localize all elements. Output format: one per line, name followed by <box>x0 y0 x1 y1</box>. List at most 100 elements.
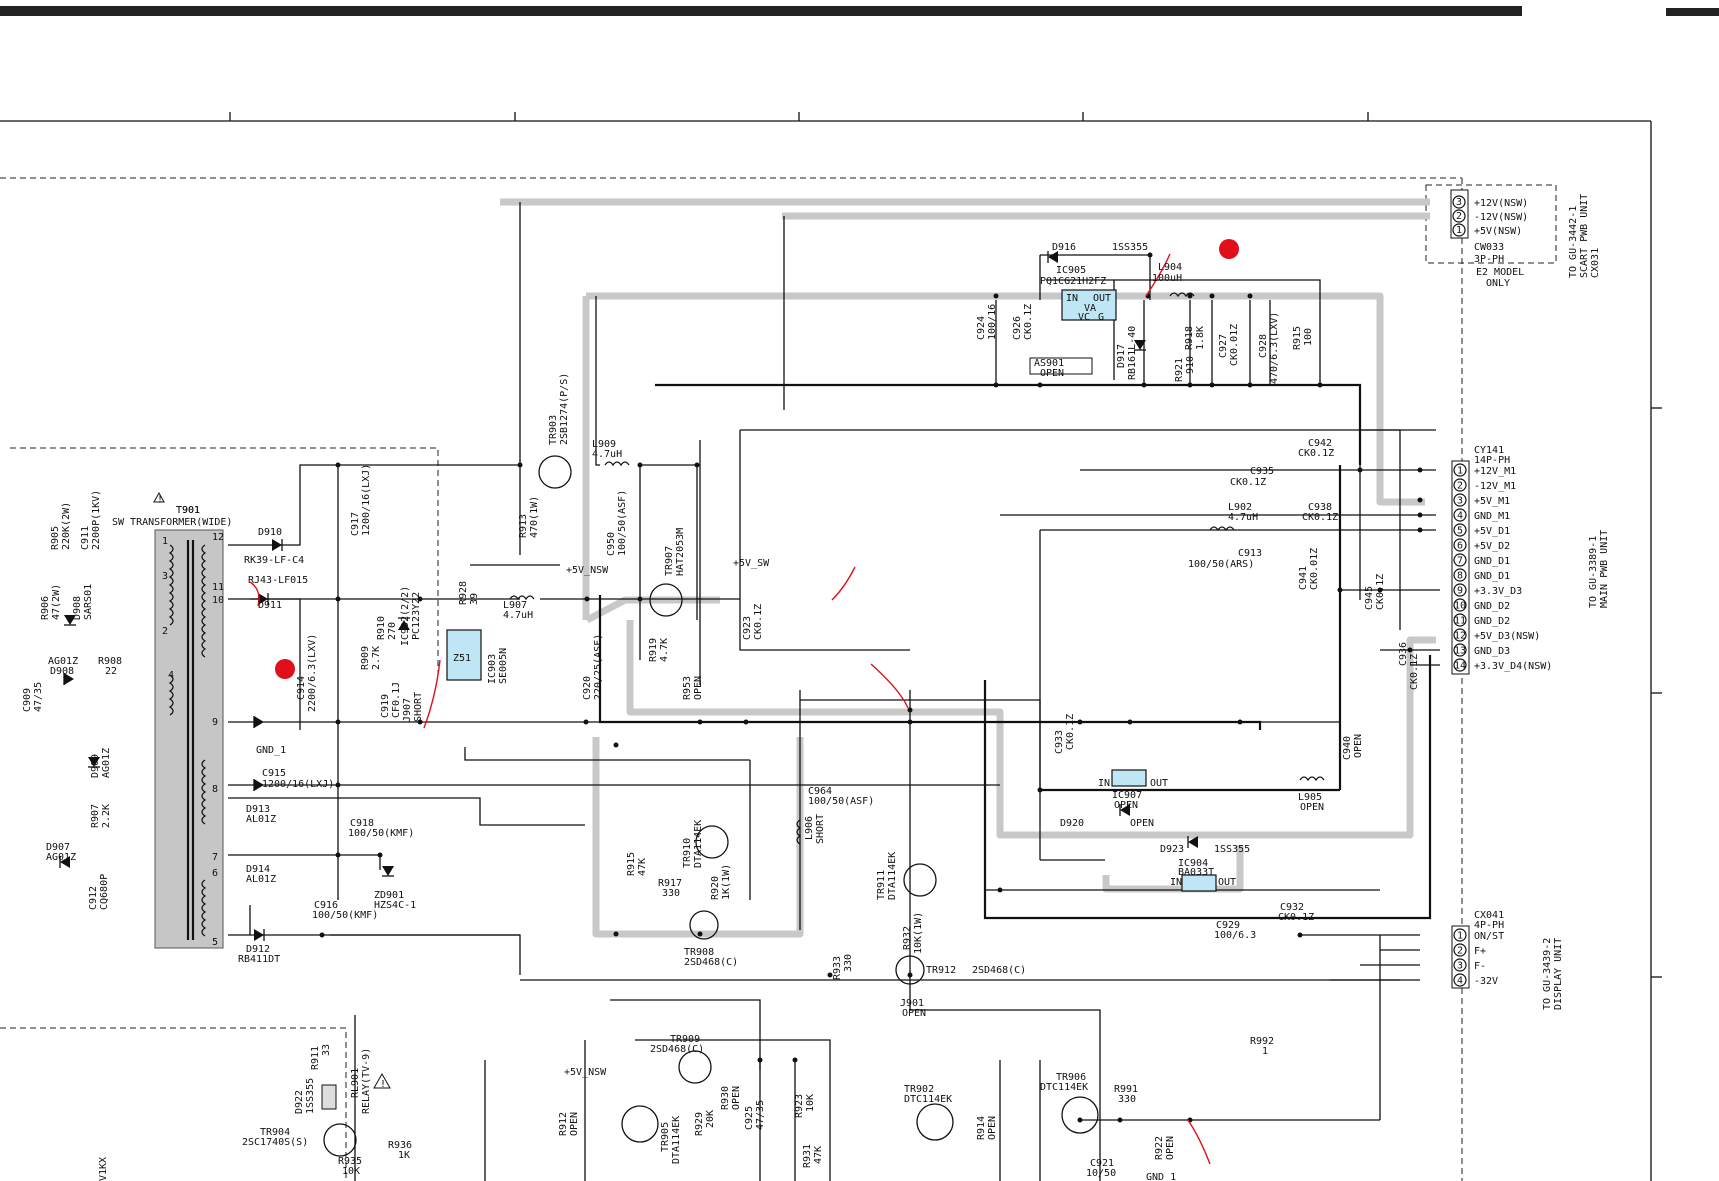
cy141-pin-signal: +3.3V_D3 <box>1474 586 1522 597</box>
label-tr902v: DTC114EK <box>904 1094 952 1105</box>
cy141-pin-number: 2 <box>1457 481 1463 492</box>
label-r929v: 20K <box>705 1110 716 1128</box>
label-tr907: TR907 <box>664 546 675 576</box>
label-r914: R914 <box>976 1116 987 1140</box>
label-c936: C936 <box>1398 642 1409 666</box>
label-r912v: OPEN <box>569 1112 580 1136</box>
label-l906v: SHORT <box>815 814 826 844</box>
transformer-pin-number: 8 <box>212 784 218 795</box>
label-l907: L907 <box>503 600 527 611</box>
label-r935v: 10K <box>342 1166 360 1177</box>
d910-symbol <box>272 539 282 551</box>
label-r932v: 10K(1W) <box>913 912 924 954</box>
rl901-body <box>321 1084 337 1110</box>
cy141-pin-signal: +5V_D3(NSW) <box>1474 631 1540 642</box>
label-v1kx: V1KX <box>98 1157 109 1181</box>
label-d907v: AG01Z <box>46 852 76 863</box>
transformer-pin-number: 1 <box>162 536 168 547</box>
label-c918: C918 <box>350 818 374 829</box>
label-tr902: TR902 <box>904 1084 934 1095</box>
label-c941v: CK0.01Z <box>1309 548 1320 590</box>
label-gnd1: GND_1 <box>256 745 286 756</box>
label-c919: C919 <box>380 694 391 718</box>
label-r912: R912 <box>558 1112 569 1136</box>
label-r905: R905 <box>50 526 61 550</box>
label-r953v: OPEN <box>693 676 704 700</box>
label-r907v: 2.2K <box>101 804 112 828</box>
cy141-pin-signal: +5V_D1 <box>1474 526 1510 537</box>
label-tr911: TR911 <box>876 870 887 900</box>
label-r935: R935 <box>338 1156 362 1167</box>
tr907-circle <box>649 583 683 617</box>
transformer-pin-number: 6 <box>212 868 218 879</box>
label-c928: C928 <box>1258 334 1269 358</box>
cx041-pin-signal: -32V <box>1474 976 1498 987</box>
label-r919v: 4.7K <box>659 638 670 662</box>
label-r911: R911 <box>310 1046 321 1070</box>
cy141-pin-number: 5 <box>1457 526 1463 537</box>
label-r922: R922 <box>1154 1136 1165 1160</box>
label-r911v: 33 <box>321 1044 332 1056</box>
label-tr905v: DTA114EK <box>671 1116 682 1164</box>
tr908-circle <box>689 910 719 940</box>
label-tr908v: 2SD468(C) <box>684 957 738 968</box>
label-c932v: CK0.1Z <box>1278 912 1314 923</box>
tr909-circle <box>678 1050 712 1084</box>
label-c941: C941 <box>1298 566 1309 590</box>
label-d920: D920 <box>1060 818 1084 829</box>
label-c935v: CK0.1Z <box>1230 477 1266 488</box>
label-r953: R953 <box>682 676 693 700</box>
warning-icon: ! <box>153 491 165 505</box>
ic905-body <box>1061 289 1117 321</box>
label-l909v: 4.7uH <box>592 449 622 460</box>
svg-text:14P-PH: 14P-PH <box>1474 455 1510 466</box>
svg-text:OUT: OUT <box>1093 293 1111 304</box>
label-tr909: TR909 <box>670 1034 700 1045</box>
label-d908v: SARS01 <box>83 584 94 620</box>
label-c936v: CK0.1Z <box>1409 654 1420 690</box>
label-r923: R923 <box>794 1094 805 1118</box>
label-r920: R920 <box>710 876 721 900</box>
highlight-traces <box>156 198 1436 945</box>
cx041-connector: CX041 4P-PH TO GU-3439-2 DISPLAY UNIT <box>1474 910 1564 1010</box>
cy141-pin-number: 7 <box>1457 556 1463 567</box>
label-r936: R936 <box>388 1140 412 1151</box>
cy141-pin-signal: +12V_M1 <box>1474 466 1516 477</box>
label-c925: C925 <box>744 1106 755 1130</box>
label-r928: R928 <box>458 581 469 605</box>
label-tr911v: DTA114EK <box>887 852 898 900</box>
label-r991v: 330 <box>1118 1094 1136 1105</box>
label-tr905: TR905 <box>660 1122 671 1152</box>
label-c915: C915 <box>262 768 286 779</box>
label-d909a: D908 <box>50 666 74 677</box>
label-r933: R933 <box>832 956 843 980</box>
cy141-pin-signal: GND_D1 <box>1474 556 1510 567</box>
cy141-pin-signal: +5V_D2 <box>1474 541 1510 552</box>
cx041-pin-number: 3 <box>1457 961 1463 972</box>
cw033-pin-number: 2 <box>1456 211 1462 222</box>
label-j901v: OPEN <box>902 1008 926 1019</box>
label-c917: C917 <box>350 512 361 536</box>
cy141-pin-number: 14 <box>1454 661 1466 672</box>
label-rj43: RJ43-LF015 <box>248 575 308 586</box>
label-zd901: ZD901 <box>374 890 404 901</box>
cy141-pin-number: 6 <box>1457 541 1463 552</box>
label-c921v: 10/50 <box>1086 1168 1116 1179</box>
label-tr909v: 2SD468(C) <box>650 1044 704 1055</box>
label-d914: D914 <box>246 864 270 875</box>
svg-text:IC904: IC904 <box>1178 858 1208 869</box>
transformer-pin-number: 9 <box>212 717 218 728</box>
label-c917v: 1200/16(LXJ) <box>361 464 372 536</box>
svg-text:IN: IN <box>1170 877 1182 888</box>
ic904-body <box>1181 874 1217 892</box>
cx041-pin-number: 1 <box>1457 931 1463 942</box>
label-r910v: 270 <box>387 622 398 640</box>
label-r908: R908 <box>98 656 122 667</box>
label-r930: R930 <box>720 1086 731 1110</box>
svg-text:BA033T: BA033T <box>1178 867 1214 878</box>
label-r917v: 330 <box>662 888 680 899</box>
label-tr912: TR912 <box>926 965 956 976</box>
label-c911: C911 <box>80 526 91 550</box>
